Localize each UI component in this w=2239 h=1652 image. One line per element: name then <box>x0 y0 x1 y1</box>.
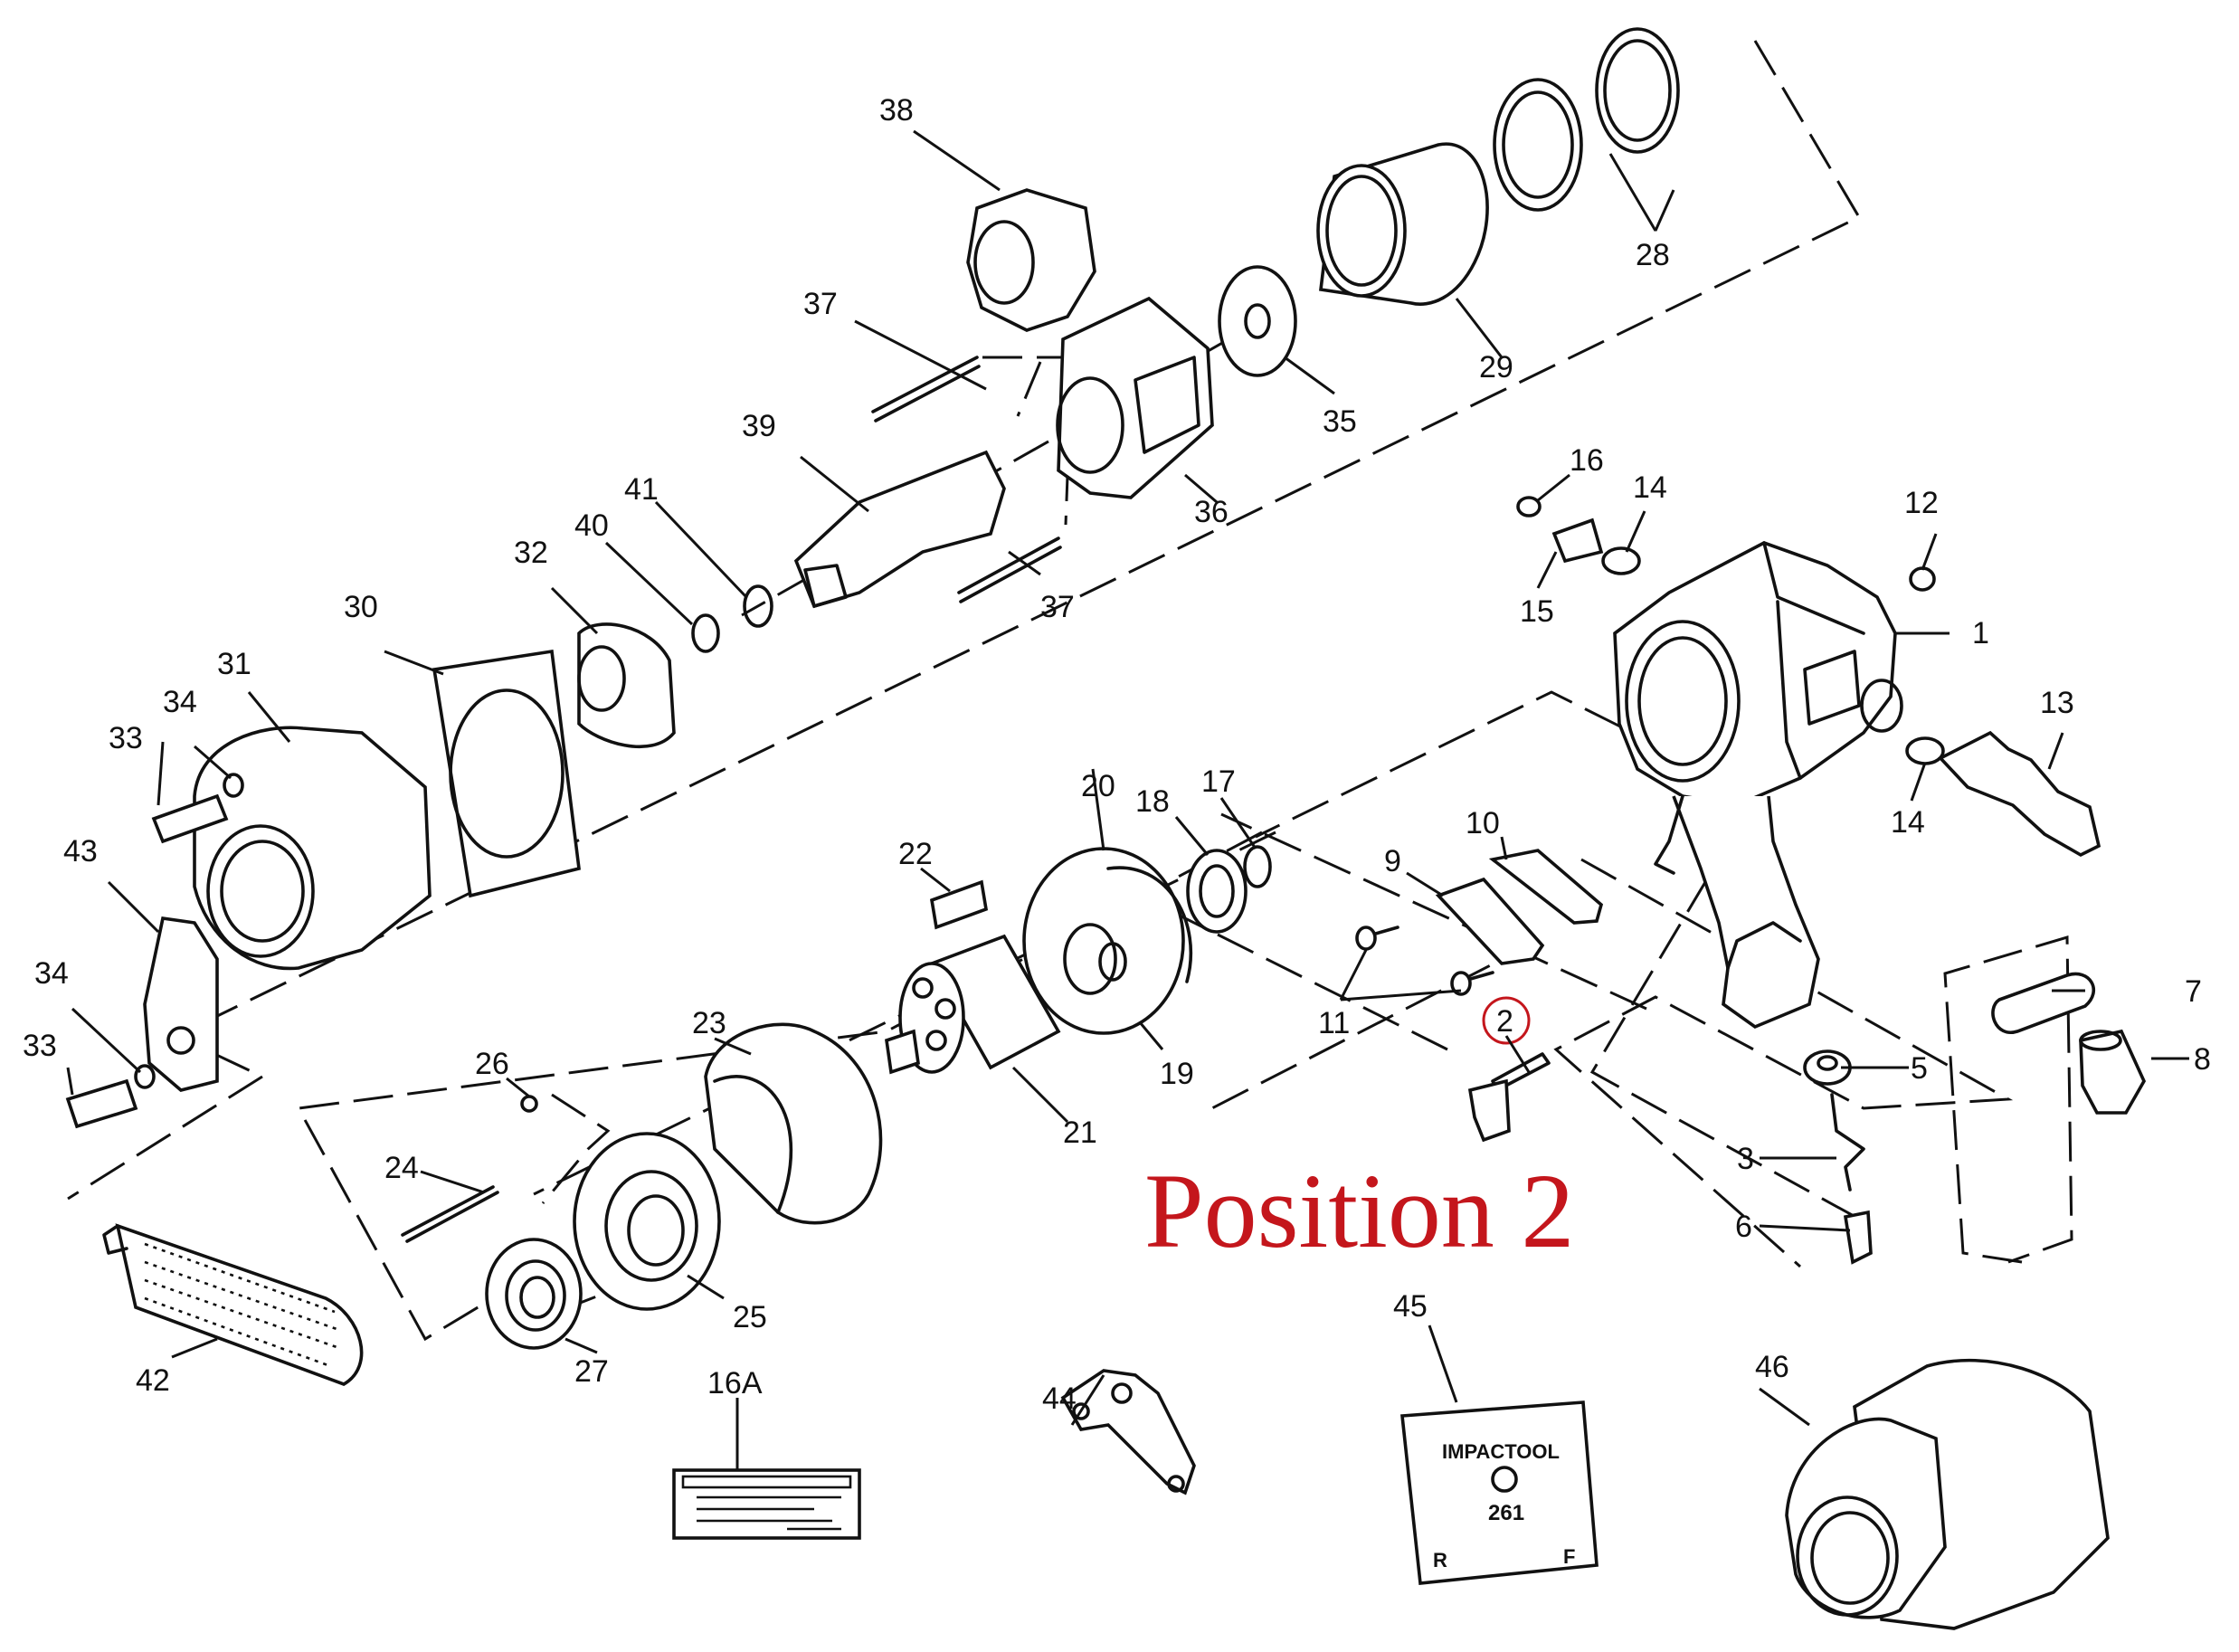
label-part-33b: 33 <box>23 1029 57 1063</box>
part-screws <box>65 773 244 1129</box>
part-hammer-case <box>193 622 676 971</box>
label-part-5: 5 <box>1911 1051 1928 1086</box>
part-cylinder <box>704 1022 883 1225</box>
label-part-16a: 16A <box>707 1366 763 1400</box>
part-anvil-mechanism <box>793 188 1297 609</box>
part-warning-label <box>672 1468 861 1540</box>
part-number-labels: 1 2 3 5 6 7 8 9 10 11 12 13 14 14 15 16 … <box>23 93 2211 1416</box>
position-annotation: Position 2 <box>1144 1152 1574 1270</box>
label-part-40: 40 <box>574 508 609 543</box>
label-part-43: 43 <box>63 834 98 869</box>
label-part-16: 16 <box>1570 443 1604 478</box>
label-part-21: 21 <box>1063 1116 1097 1150</box>
part-deflector <box>1060 1369 1196 1495</box>
label-part-24: 24 <box>384 1151 419 1185</box>
nameplate-forward: F <box>1563 1545 1575 1568</box>
part-pins <box>401 1095 538 1243</box>
label-part-10: 10 <box>1466 806 1500 840</box>
label-part-14b: 14 <box>1891 805 1925 840</box>
part-boot <box>1785 1358 2110 1630</box>
part-grip-sleeve <box>102 1223 364 1386</box>
label-part-8: 8 <box>2194 1042 2211 1077</box>
label-part-45: 45 <box>1393 1289 1428 1324</box>
label-part-1: 1 <box>1972 616 1989 650</box>
nameplate-model: 261 <box>1488 1501 1524 1525</box>
part-rotor <box>885 879 1061 1075</box>
label-part-19: 19 <box>1160 1057 1194 1091</box>
label-part-34a: 34 <box>163 685 197 719</box>
nameplate-reverse: R <box>1433 1549 1447 1571</box>
label-part-14a: 14 <box>1633 470 1667 505</box>
part-exhaust <box>1991 972 2147 1115</box>
label-part-29: 29 <box>1479 350 1513 385</box>
part-bracket <box>143 916 219 1092</box>
label-part-38: 38 <box>879 93 914 128</box>
part-plates <box>1355 849 1604 996</box>
label-part-31: 31 <box>217 647 251 681</box>
label-part-26: 26 <box>475 1047 509 1081</box>
label-part-33a: 33 <box>109 721 143 755</box>
part-rings <box>691 584 773 653</box>
nameplate-text: IMPACTOOL 261 R F <box>1433 1440 1575 1571</box>
label-part-28: 28 <box>1636 238 1670 272</box>
label-part-7: 7 <box>2185 974 2202 1009</box>
label-part-23: 23 <box>692 1006 726 1040</box>
label-part-42: 42 <box>136 1363 170 1398</box>
label-part-36: 36 <box>1194 495 1229 529</box>
part-housing <box>1613 541 1903 1030</box>
label-part-37b: 37 <box>1040 590 1075 624</box>
label-part-46: 46 <box>1755 1350 1789 1384</box>
label-part-32: 32 <box>514 536 548 570</box>
label-part-9: 9 <box>1384 844 1401 878</box>
label-part-35: 35 <box>1323 404 1357 439</box>
nameplate-brand: IMPACTOOL <box>1442 1440 1560 1463</box>
label-part-18: 18 <box>1135 784 1170 819</box>
label-part-3: 3 <box>1737 1142 1754 1176</box>
part-lever <box>1467 996 1551 1143</box>
label-part-22: 22 <box>898 837 933 871</box>
label-part-25: 25 <box>733 1300 767 1334</box>
label-part-34b: 34 <box>34 956 69 991</box>
label-part-37a: 37 <box>803 287 838 321</box>
part-end-plate <box>485 1132 721 1350</box>
label-part-20: 20 <box>1081 769 1115 803</box>
part-nameplate <box>1400 1400 1599 1585</box>
label-part-27: 27 <box>574 1354 609 1389</box>
label-part-17: 17 <box>1201 764 1236 799</box>
label-part-6: 6 <box>1735 1210 1752 1244</box>
label-part-11: 11 <box>1318 1006 1350 1040</box>
label-part-2: 2 <box>1496 1004 1513 1039</box>
part-fittings <box>1516 496 2101 858</box>
label-part-44: 44 <box>1042 1381 1077 1416</box>
part-front-cover <box>1316 27 1680 306</box>
label-part-12: 12 <box>1904 486 1939 520</box>
label-part-13: 13 <box>2040 686 2074 720</box>
label-part-30: 30 <box>344 590 378 624</box>
label-part-41: 41 <box>624 472 659 507</box>
leader-lines <box>66 129 2189 1470</box>
label-part-15: 15 <box>1520 594 1554 629</box>
part-bearing-plate <box>1022 845 1272 1035</box>
label-part-39: 39 <box>742 409 776 443</box>
